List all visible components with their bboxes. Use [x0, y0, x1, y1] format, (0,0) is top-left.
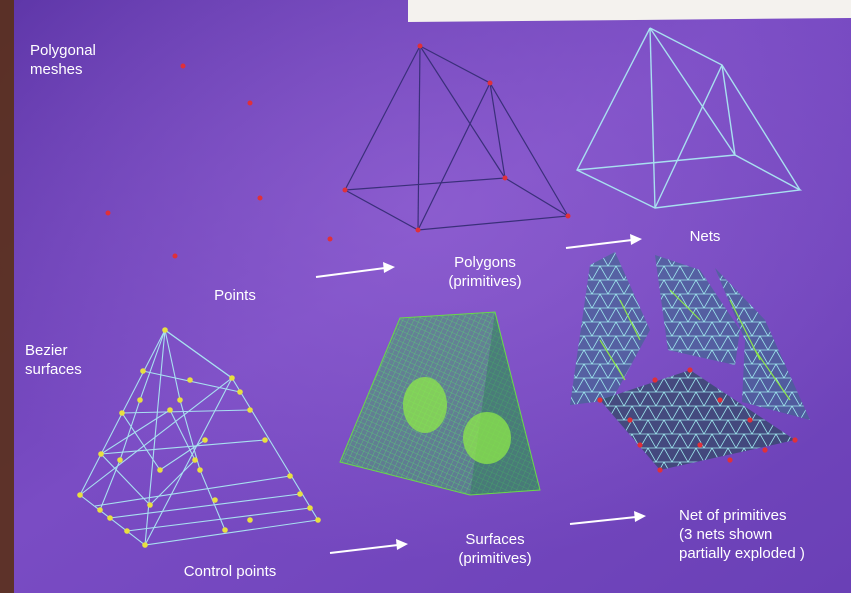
- net-of-primitives-label: Net of primitives (3 nets shown partiall…: [679, 507, 805, 562]
- arrow-points-to-polygons: [315, 262, 395, 278]
- vertex-point: [172, 253, 178, 259]
- vertex-point: [257, 195, 263, 201]
- nets-label: Nets: [689, 228, 721, 245]
- arrow-surfaces-to-net: [569, 511, 646, 525]
- left-page-edge: [0, 0, 14, 593]
- vertex-point: [247, 100, 253, 106]
- polygons-label: Polygons (primitives): [448, 254, 522, 290]
- surfaces-label: Surfaces (primitives): [458, 531, 532, 567]
- arrow-control-points-to-surfaces: [329, 539, 408, 554]
- control-points-illustration: [77, 327, 321, 548]
- vertex-point: [327, 236, 333, 242]
- nets-illustration: [576, 27, 803, 209]
- control-points-label: Control points: [183, 563, 277, 580]
- points-illustration: [105, 63, 333, 259]
- polygons-illustration: [342, 43, 571, 233]
- polygonal-meshes-heading: Polygonal meshes: [30, 42, 96, 78]
- net-of-primitives-illustration: [570, 252, 810, 473]
- surfaces-illustration: [339, 311, 541, 496]
- points-label: Points: [214, 287, 256, 304]
- vertex-point: [180, 63, 186, 69]
- bezier-surfaces-heading: Bezier surfaces: [25, 342, 82, 378]
- arrow-polygons-to-nets: [565, 234, 642, 249]
- vertex-point: [105, 210, 111, 216]
- page-corner: [408, 0, 851, 22]
- arrows: [315, 234, 646, 554]
